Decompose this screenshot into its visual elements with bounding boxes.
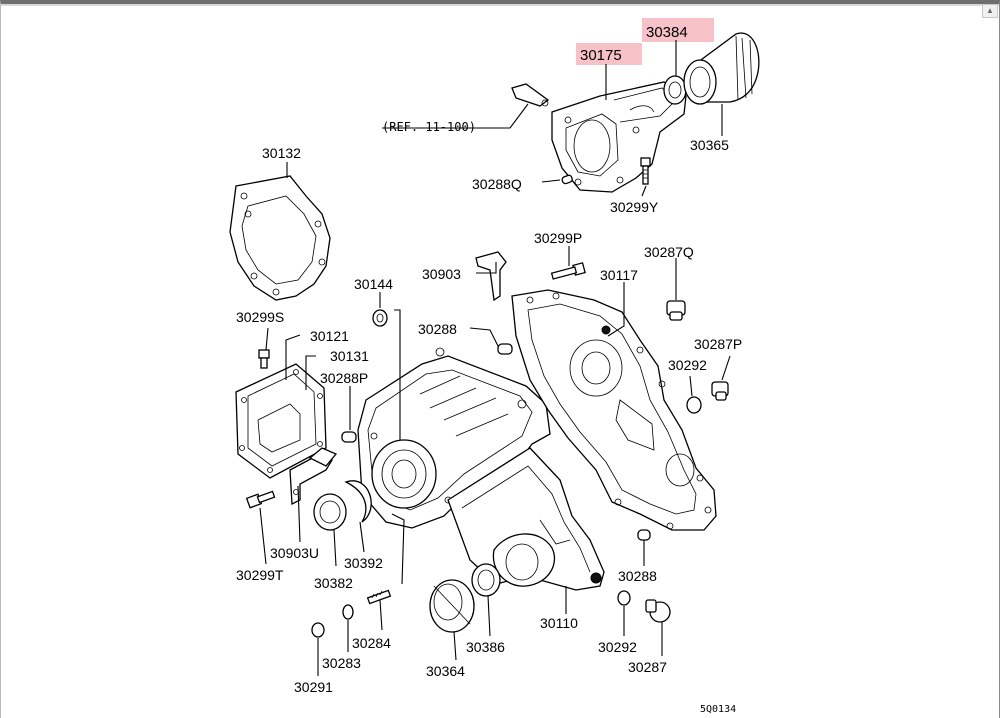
label-30299S[interactable]: 30299S (236, 309, 284, 325)
part-30283-nut[interactable] (342, 604, 354, 620)
part-30382-oil-seal[interactable] (313, 493, 347, 531)
label-ref-11-100[interactable]: (REF. 11-100) (382, 120, 476, 134)
label-30110[interactable]: 30110 (540, 615, 578, 631)
label-30288-upper[interactable]: 30288 (418, 321, 457, 337)
label-30299P[interactable]: 30299P (534, 230, 582, 246)
label-30903U[interactable]: 30903U (270, 545, 319, 561)
label-30287Q[interactable]: 30287Q (644, 244, 694, 260)
label-30287P[interactable]: 30287P (694, 336, 742, 352)
part-30292-washer-lower[interactable] (617, 590, 631, 606)
part-30365-dust-cover[interactable] (683, 32, 760, 105)
label-30288Q[interactable]: 30288Q (472, 176, 522, 192)
label-30175[interactable]: 30175 (580, 47, 622, 64)
label-30291[interactable]: 30291 (294, 679, 333, 695)
part-transfer-case-front[interactable] (357, 347, 551, 529)
part-30110-case-body[interactable] (447, 447, 605, 591)
label-30121[interactable]: 30121 (310, 328, 349, 344)
label-30287[interactable]: 30287 (628, 659, 667, 675)
scroll-up-arrow-icon[interactable]: ▲ (982, 4, 998, 18)
highlight-30384 (642, 18, 714, 42)
label-30292-upper[interactable]: 30292 (668, 357, 707, 373)
label-30144[interactable]: 30144 (354, 276, 393, 292)
diagram-code: 5Q0134 (700, 704, 736, 715)
part-30288P-pin[interactable] (341, 431, 357, 443)
label-30392[interactable]: 30392 (344, 555, 383, 571)
part-30287P-plug[interactable] (711, 381, 729, 401)
label-30364[interactable]: 30364 (426, 663, 465, 679)
part-30117-rear-cover[interactable] (511, 289, 717, 531)
label-30132[interactable]: 30132 (262, 145, 301, 161)
part-30132-gasket[interactable] (229, 175, 331, 301)
part-30288-pin-lower[interactable] (637, 529, 651, 541)
label-30131[interactable]: 30131 (330, 348, 369, 364)
label-30288P[interactable]: 30288P (320, 370, 368, 386)
part-30392-snap-ring[interactable] (344, 480, 372, 523)
label-30299Y[interactable]: 30299Y (610, 199, 659, 215)
part-30299P-bolt[interactable] (550, 262, 586, 280)
label-30299T[interactable]: 30299T (236, 567, 284, 583)
label-30292-lower[interactable]: 30292 (598, 639, 637, 655)
label-30365[interactable]: 30365 (690, 137, 729, 153)
part-30144-seal[interactable] (372, 309, 388, 327)
part-30384-oil-seal[interactable] (663, 75, 687, 105)
part-30299Y-bolt[interactable] (640, 157, 651, 185)
part-30292-washer-upper[interactable] (686, 396, 702, 414)
part-30299T-bolt[interactable] (245, 490, 276, 509)
highlight-30175 (576, 43, 642, 65)
label-30386[interactable]: 30386 (466, 639, 505, 655)
part-ref-11-100-dowel[interactable] (511, 83, 550, 107)
label-30903[interactable]: 30903 (422, 266, 461, 282)
part-30386-seal[interactable] (471, 563, 501, 597)
part-30287-plug[interactable] (645, 599, 671, 623)
part-30291-nut[interactable] (311, 622, 325, 638)
part-30284-stud[interactable] (366, 589, 392, 605)
part-labels: 30384 30175 30365 (REF. 11-100) 30288Q 3… (236, 24, 742, 715)
part-30175-extension-housing[interactable] (551, 81, 687, 193)
label-30382[interactable]: 30382 (314, 575, 353, 591)
part-30288Q-pin[interactable] (561, 174, 573, 185)
part-30288-pin-upper[interactable] (497, 343, 513, 355)
part-30364-dust-cover[interactable] (429, 579, 475, 633)
label-30288-lower[interactable]: 30288 (618, 568, 657, 584)
leader-lines (259, 40, 731, 676)
label-30384[interactable]: 30384 (646, 24, 688, 41)
label-30117[interactable]: 30117 (600, 267, 638, 283)
part-30903-bracket[interactable] (475, 251, 507, 302)
part-30121-cover[interactable] (235, 363, 327, 479)
label-30283[interactable]: 30283 (322, 655, 361, 671)
part-30903U-bracket[interactable] (289, 447, 338, 506)
part-30299S-bolt[interactable] (258, 349, 270, 369)
part-30287Q-plug[interactable] (666, 300, 686, 321)
label-30284[interactable]: 30284 (352, 635, 391, 651)
